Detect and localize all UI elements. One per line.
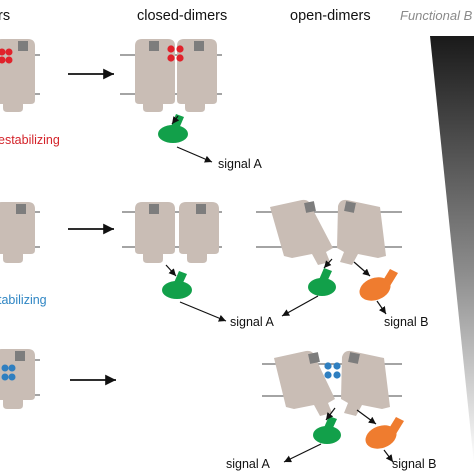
row3-orange-effector bbox=[365, 417, 404, 449]
row1-green-effector bbox=[158, 114, 188, 143]
row3-green-effector bbox=[313, 416, 341, 444]
row2-green-effector-closed bbox=[162, 271, 192, 299]
row1-closed-dimer bbox=[135, 39, 217, 112]
header-functional-bias: Functional B bbox=[400, 8, 473, 23]
row1-destabilizing-label: estabilizing bbox=[0, 133, 60, 147]
row3-signal-a-label: signal A bbox=[226, 457, 270, 471]
row2-signal-a-label: signal A bbox=[230, 315, 274, 329]
functional-bias-wedge bbox=[430, 36, 474, 464]
row2-open-dimer bbox=[270, 199, 386, 265]
header-open-dimers: open-dimers bbox=[290, 8, 371, 24]
header-closed-dimers: closed-dimers bbox=[137, 8, 227, 24]
row2-monomer bbox=[0, 202, 35, 263]
row2-stabilizing-label: tabilizing bbox=[0, 293, 47, 307]
row1-signal-a-label: signal A bbox=[218, 157, 262, 171]
row3-monomer bbox=[0, 349, 35, 409]
row2-green-effector-open bbox=[308, 268, 336, 296]
header-monomers: rs bbox=[0, 8, 10, 24]
row2-signal-b-label: signal B bbox=[384, 315, 428, 329]
signal-arrows bbox=[165, 115, 394, 463]
row2-orange-effector bbox=[359, 269, 398, 301]
row3-signal-b-label: signal B bbox=[392, 457, 436, 471]
row3-open-dimer bbox=[274, 350, 390, 416]
row1-monomer bbox=[0, 39, 35, 112]
row2-closed-dimer bbox=[135, 202, 219, 263]
transition-arrows bbox=[68, 68, 116, 386]
